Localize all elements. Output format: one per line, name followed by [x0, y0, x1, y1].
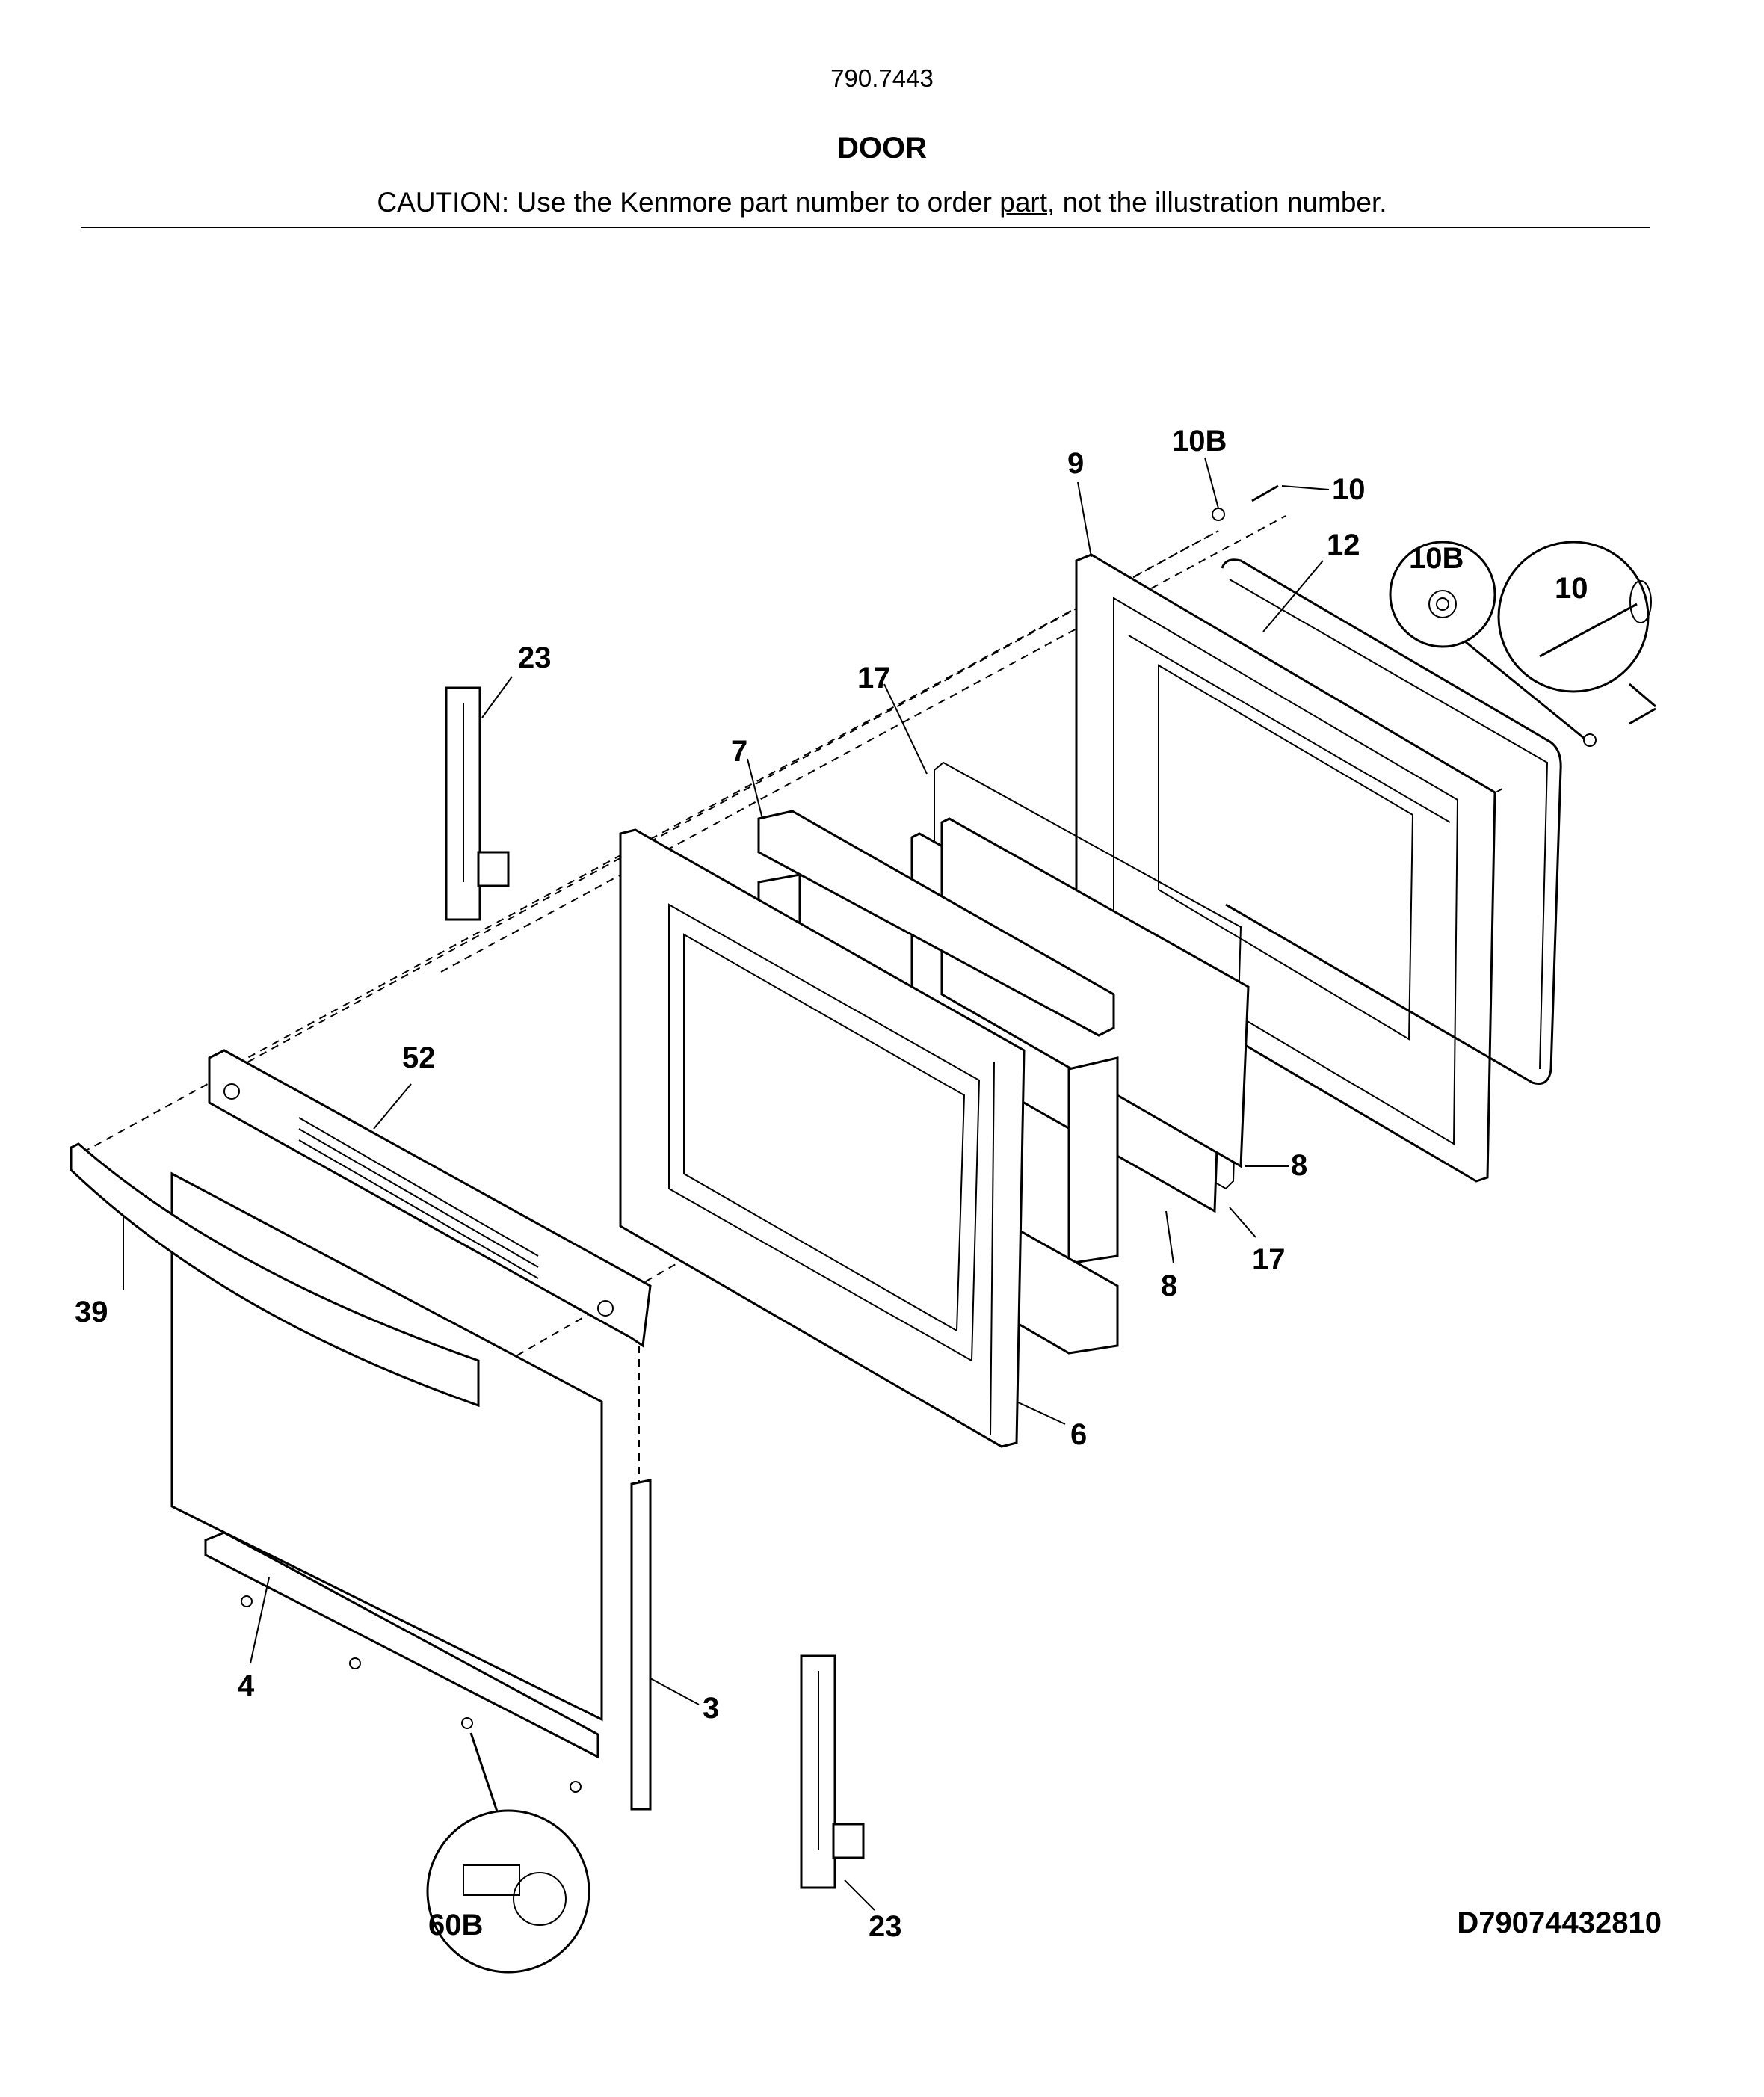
callout-4: 4 [238, 1669, 255, 1702]
trim-screws [241, 1595, 582, 1793]
hinge-lower [800, 1654, 865, 1889]
callout-52: 52 [402, 1041, 436, 1074]
callout-39: 39 [75, 1296, 108, 1328]
detail-circle-10 [1497, 541, 1656, 708]
callout-12: 12 [1327, 529, 1360, 561]
door-handle [70, 1142, 480, 1408]
leader-lines [123, 457, 1330, 1911]
callout-23-top: 23 [518, 641, 552, 674]
diagram-title: DOOR [837, 132, 927, 164]
callout-10b-detail: 10B [1409, 542, 1464, 575]
caution-text: CAUTION: Use the Kenmore part number to … [377, 187, 1000, 218]
callout-9: 9 [1067, 447, 1084, 480]
callout-8-bottom: 8 [1161, 1269, 1177, 1302]
door-trim [204, 1479, 652, 1811]
caution-part-link[interactable]: part [999, 187, 1048, 218]
hinge-upper [445, 686, 510, 921]
model-number: 790.7443 [830, 64, 934, 92]
detail-circle-60b [426, 1732, 590, 1974]
callout-3: 3 [703, 1692, 719, 1725]
header-rule [81, 227, 1650, 228]
callout-10-detail: 10 [1555, 572, 1588, 605]
callout-10-top: 10 [1332, 473, 1366, 506]
callout-17-bottom: 17 [1252, 1243, 1286, 1276]
callout-23-bottom: 23 [869, 1910, 902, 1943]
callout-17-top: 17 [857, 662, 891, 695]
callout-60b: 60B [428, 1909, 483, 1942]
door-frame [619, 828, 1026, 1448]
diagram-code: D79074432810 [1457, 1906, 1662, 1939]
callout-6: 6 [1070, 1418, 1087, 1451]
control-panel-trim [208, 1049, 652, 1348]
detail-circle-10b [1389, 541, 1585, 740]
callout-10b-top: 10B [1172, 425, 1227, 458]
door-gasket [1221, 558, 1562, 1085]
caution-text-end: , not the illustration number. [1047, 187, 1387, 218]
caution-note: CAUTION: Use the Kenmore part number to … [0, 187, 1764, 218]
callout-8-right: 8 [1291, 1149, 1307, 1182]
callout-7: 7 [731, 735, 747, 768]
